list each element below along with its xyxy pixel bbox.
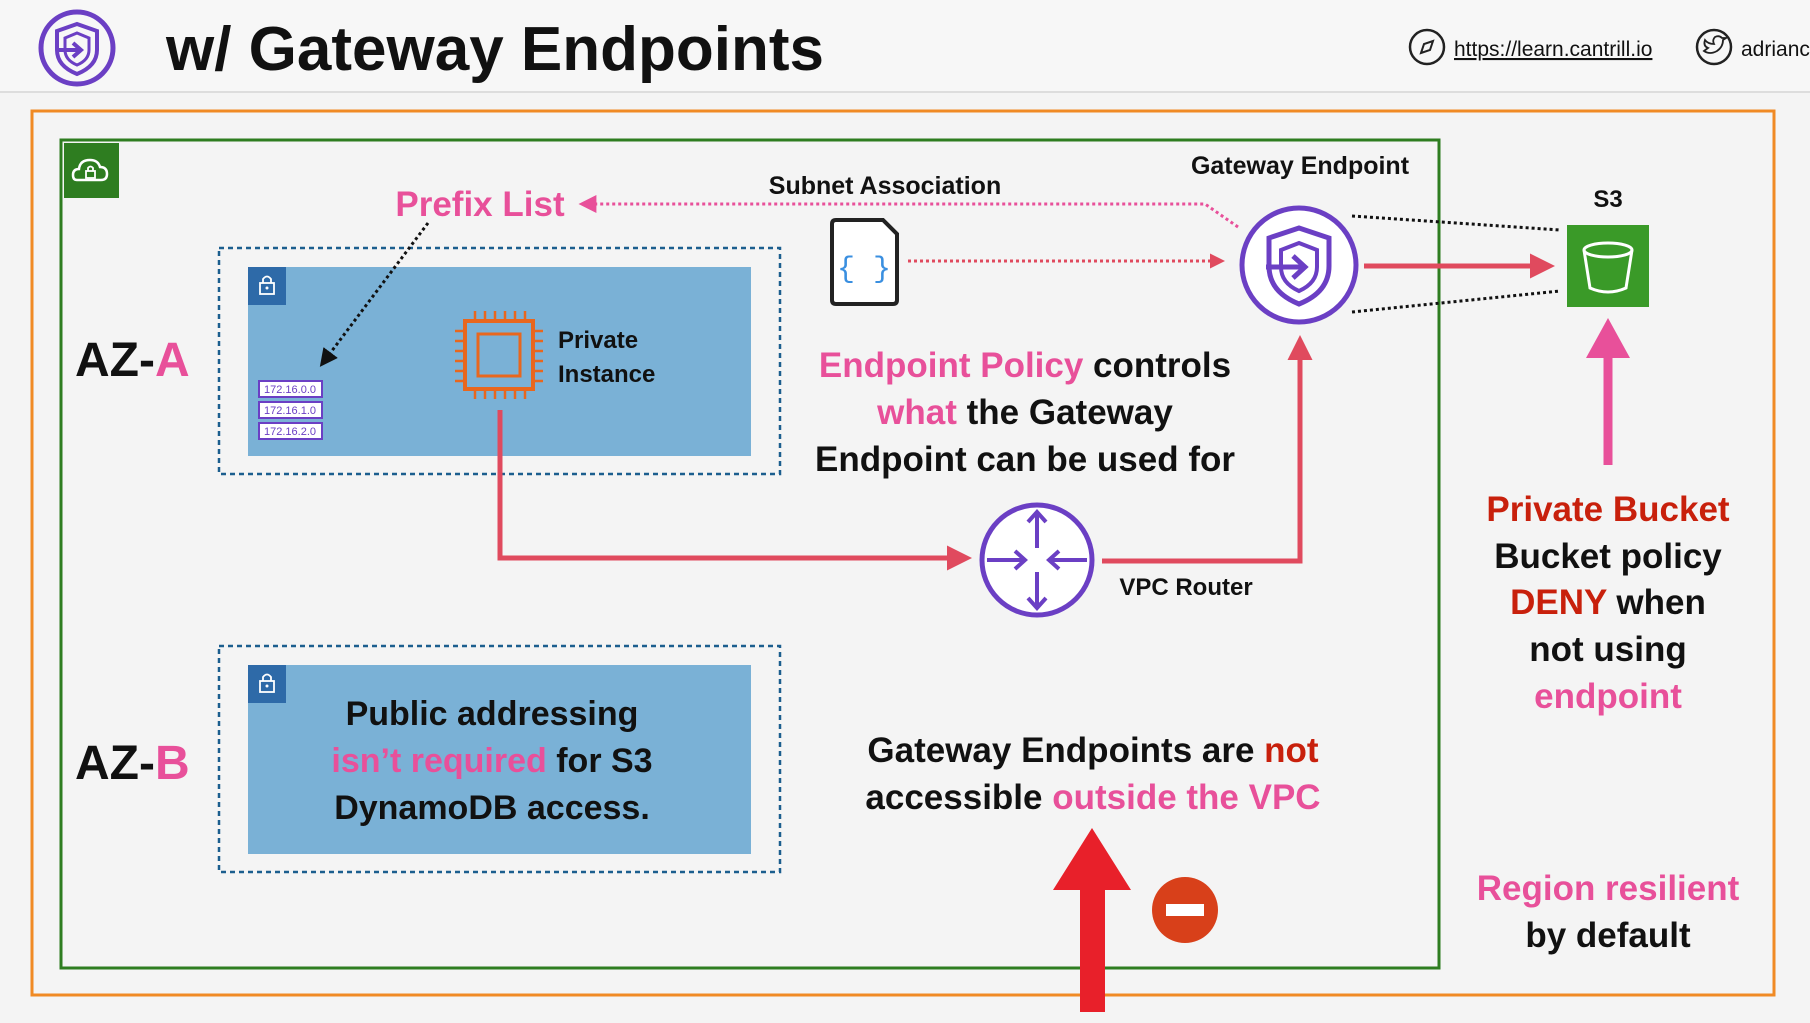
region-boundary <box>30 109 1776 997</box>
vpc-router-label: VPC Router <box>1119 574 1252 601</box>
az-a-label: AZ-A <box>75 334 190 387</box>
ec2-chip-icon <box>455 311 543 399</box>
bucket-text-line5: endpoint <box>1534 677 1682 716</box>
private-subnet-b <box>248 665 751 854</box>
policy-text-line3: Endpoint can be used for <box>815 440 1235 479</box>
twitter-handle[interactable]: adrianc <box>1741 38 1810 61</box>
policy-document-icon: { } <box>830 218 899 306</box>
endpoint-s3-dotted-top <box>1351 214 1561 232</box>
public-text-line1: Public addressing <box>346 695 639 733</box>
svg-text:AZ-B: AZ-B <box>75 737 190 790</box>
gateway-endpoint-icon <box>1239 205 1359 325</box>
cidr-2: 172.16.2.0 <box>264 426 316 438</box>
twitter-icon <box>1695 28 1733 66</box>
page-title: w/ Gateway Endpoints <box>165 15 824 84</box>
public-text-line2: isn’t required for S3 <box>331 742 652 780</box>
s3-label: S3 <box>1593 186 1622 213</box>
private-instance-label-1: Private <box>558 327 638 354</box>
svg-text:AZ-A: AZ-A <box>75 334 190 387</box>
subnet-lock-icon <box>248 267 286 305</box>
course-link[interactable]: https://learn.cantrill.io <box>1454 38 1652 61</box>
bucket-text-line2: Bucket policy <box>1494 537 1722 576</box>
region-text-line1: Region resilient <box>1477 869 1740 908</box>
az-a-dashed-boundary <box>217 246 782 476</box>
vpc-router-icon <box>979 502 1095 618</box>
instance-to-router-arrow <box>497 410 972 571</box>
subnet-association-label: Subnet Association <box>769 172 1001 200</box>
bucket-policy-arrow-head <box>1586 318 1630 358</box>
subnet-association-arrow <box>578 195 1239 229</box>
gateway-note-line1: Gateway Endpoints are not <box>867 731 1319 770</box>
compass-icon <box>1408 28 1446 66</box>
prefix-list-label: Prefix List <box>395 185 565 224</box>
private-instance-label-2: Instance <box>558 361 655 388</box>
bucket-text-line1: Private Bucket <box>1486 490 1730 529</box>
cidr-0: 172.16.0.0 <box>264 384 316 396</box>
gateway-endpoint-label: Gateway Endpoint <box>1191 152 1410 180</box>
public-text-line3: DynamoDB access. <box>334 789 650 827</box>
external-access-arrow <box>1053 828 1131 1012</box>
blocked-icon <box>1152 877 1218 943</box>
region-text-line2: by default <box>1525 916 1691 955</box>
subnet-lock-icon <box>248 665 286 703</box>
header-bar <box>0 0 1810 92</box>
policy-text-line1: Endpoint Policy controls <box>819 346 1231 385</box>
cidr-1: 172.16.1.0 <box>264 405 316 417</box>
endpoint-s3-dotted-bottom <box>1351 289 1561 314</box>
gateway-note-line2: accessible outside the VPC <box>865 778 1320 817</box>
vpc-boundary <box>59 138 1441 970</box>
vpc-cloud-icon <box>64 143 119 198</box>
router-to-endpoint-arrow <box>1102 335 1313 564</box>
s3-bucket-icon <box>1567 225 1649 307</box>
az-b-label: AZ-B <box>75 737 190 790</box>
bucket-text-line4: not using <box>1529 630 1686 669</box>
policy-text-line2: what the Gateway <box>876 393 1173 432</box>
bucket-text-line3: DENY when <box>1510 583 1706 622</box>
cantrill-logo-icon <box>38 9 116 87</box>
route-table-icon: 172.16.0.0 172.16.1.0 172.16.2.0 <box>258 380 323 440</box>
az-b-dashed-boundary <box>217 644 782 874</box>
svg-text:{ }: { } <box>837 253 891 287</box>
